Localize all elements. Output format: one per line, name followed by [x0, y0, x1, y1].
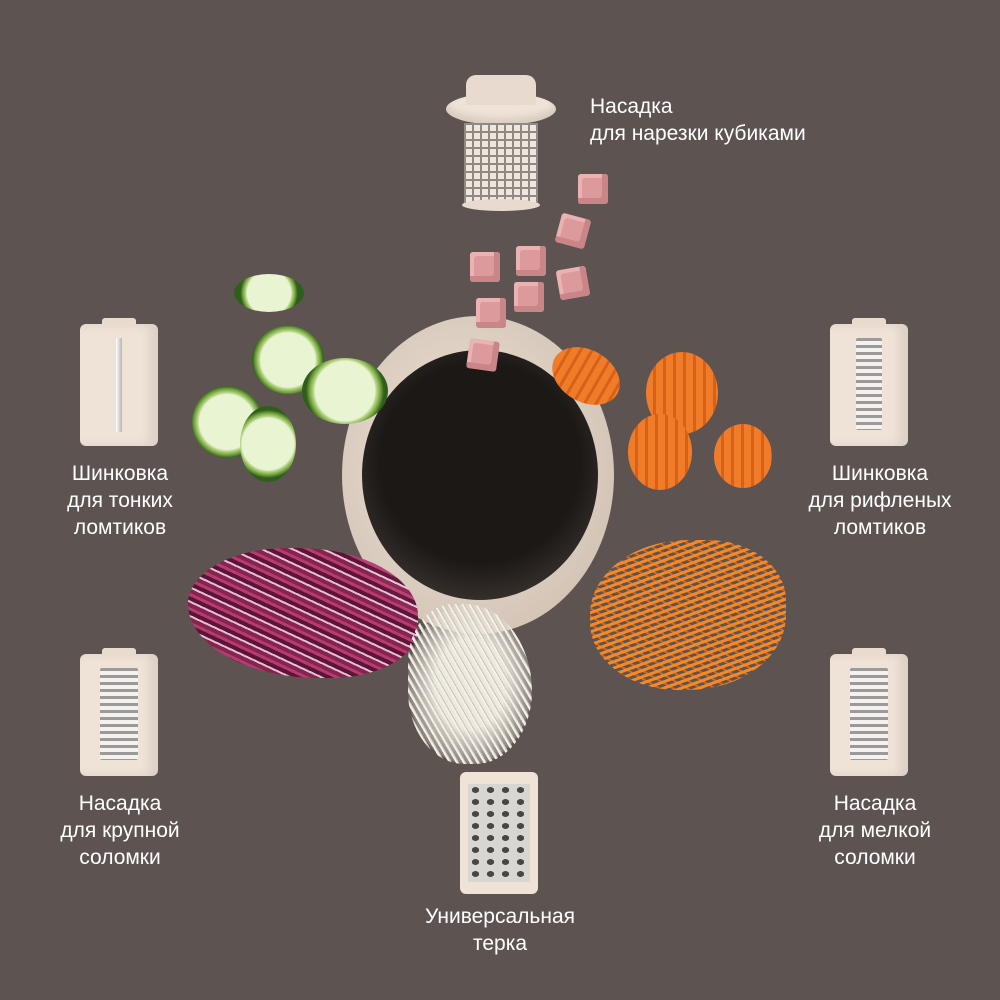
wavy-slicer-drum [830, 318, 908, 446]
label-fine-julienne: Насадка для мелкой соломки [770, 790, 980, 871]
label-line: для мелкой [818, 819, 932, 842]
label-line: для тонких [67, 489, 173, 512]
label-line: ломтиков [833, 516, 927, 539]
universal-grater [460, 772, 538, 894]
cucumber-slice [302, 358, 388, 424]
ham-cube [516, 246, 546, 276]
fine-julienne-drum [830, 648, 908, 776]
label-universal-grater: Универсальная терка [380, 903, 620, 957]
cucumber-slice [234, 274, 304, 312]
label-dice-attachment: Насадка для нарезки кубиками [590, 93, 806, 147]
label-line: для нарезки кубиками [590, 122, 806, 145]
carrot-julienne [590, 540, 786, 690]
label-wavy-slices: Шинковка для рифленых ломтиков [770, 460, 990, 541]
label-line: ломтиков [73, 516, 167, 539]
thin-slicer-drum [80, 318, 158, 446]
cucumber-slice [240, 406, 296, 482]
label-line: Шинковка [71, 462, 169, 485]
slicer-opening [362, 350, 598, 600]
ham-cube [555, 265, 591, 301]
label-line: для рифленых [808, 489, 952, 512]
label-line: Шинковка [831, 462, 929, 485]
label-line: соломки [834, 846, 916, 869]
label-line: для крупной [60, 819, 180, 842]
label-line: соломки [79, 846, 161, 869]
ham-cube [514, 282, 544, 312]
dice-attachment [446, 75, 566, 215]
ham-cube [554, 212, 592, 250]
coarse-julienne-drum [80, 648, 158, 776]
carrot-wavy-slice [628, 414, 692, 490]
ham-cube [476, 298, 506, 328]
ham-cube [470, 252, 500, 282]
ham-cube [578, 174, 608, 204]
label-line: Насадка [833, 792, 917, 815]
label-coarse-julienne: Насадка для крупной соломки [20, 790, 220, 871]
label-line: Насадка [78, 792, 162, 815]
label-thin-slices: Шинковка для тонких ломтиков [20, 460, 220, 541]
ham-cube [466, 338, 500, 372]
carrot-wavy-slice [714, 424, 772, 488]
red-cabbage-shreds [188, 548, 418, 678]
label-line: Универсальная [424, 905, 576, 928]
label-line: терка [472, 932, 528, 955]
grated-cheese [408, 604, 532, 764]
label-line: Насадка [590, 95, 673, 118]
